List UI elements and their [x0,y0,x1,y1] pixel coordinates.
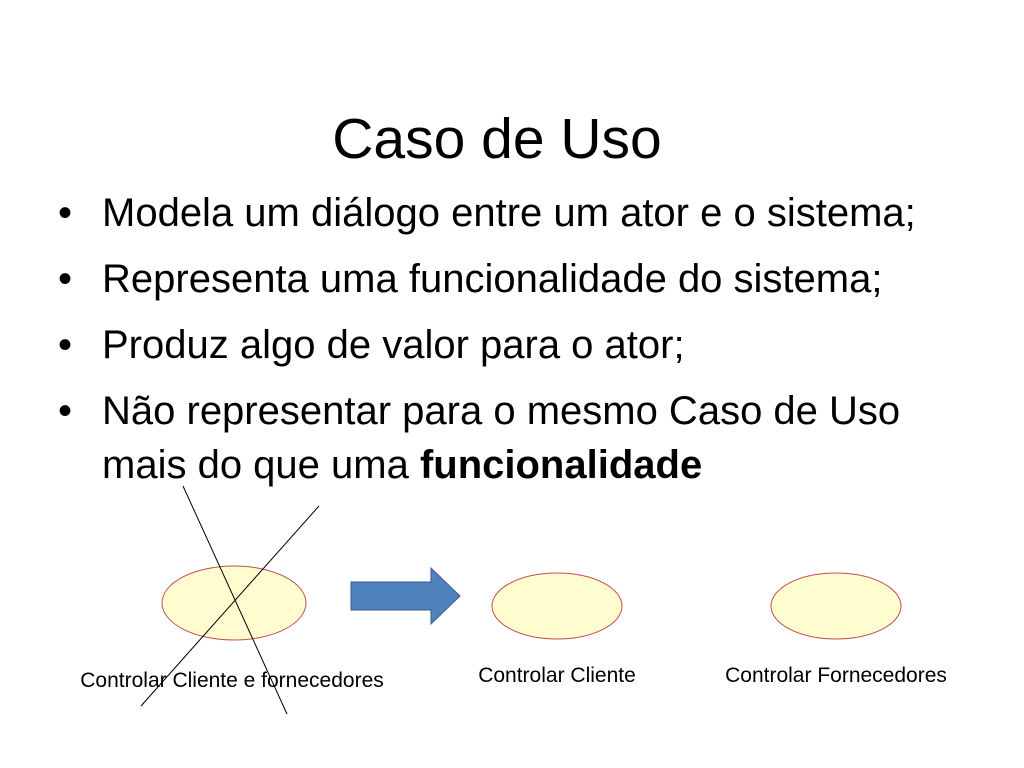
bullet-item: • Não representar para o mesmo Caso de U… [58,384,1024,492]
use-case-ellipse-fornecedores [770,572,902,640]
bullet-dot-icon: • [58,323,73,367]
bullet-text: Representa uma funcionalidade do sistema… [102,257,883,301]
bullet-text: Modela um diálogo entre um ator e o sist… [102,191,916,235]
bullet-item: • Representa uma funcionalidade do siste… [58,252,1024,306]
bullet-item: • Produz algo de valor para o ator; [58,318,1024,372]
right-arrow-icon [350,566,461,626]
bullet-item: • Modela um diálogo entre um ator e o si… [58,186,1024,240]
bullet-dot-icon: • [58,257,73,301]
use-case-ellipse-combined [161,565,307,641]
bullet-dot-icon: • [58,191,73,235]
use-case-label-fornecedores: Controlar Fornecedores [725,664,947,687]
bullet-text-line-1: Não representar para o mesmo Caso de Uso [102,389,901,433]
bullet-dot-icon: • [58,389,73,433]
bullet-text-prefix: mais do que uma [102,443,420,487]
bullet-text: Produz algo de valor para o ator; [102,323,685,367]
use-case-label-combined: Controlar Cliente e fornecedores [80,669,384,692]
slide-title: Caso de Uso [332,107,662,171]
bullet-text-line-2: mais do que uma funcionalidade [102,438,1024,492]
bullet-list: • Modela um diálogo entre um ator e o si… [58,186,1024,504]
cross-out-line-2 [140,505,320,707]
bullet-text-emphasis: funcionalidade [419,443,703,487]
use-case-label-cliente: Controlar Cliente [478,664,636,687]
use-case-ellipse-cliente [491,572,623,640]
